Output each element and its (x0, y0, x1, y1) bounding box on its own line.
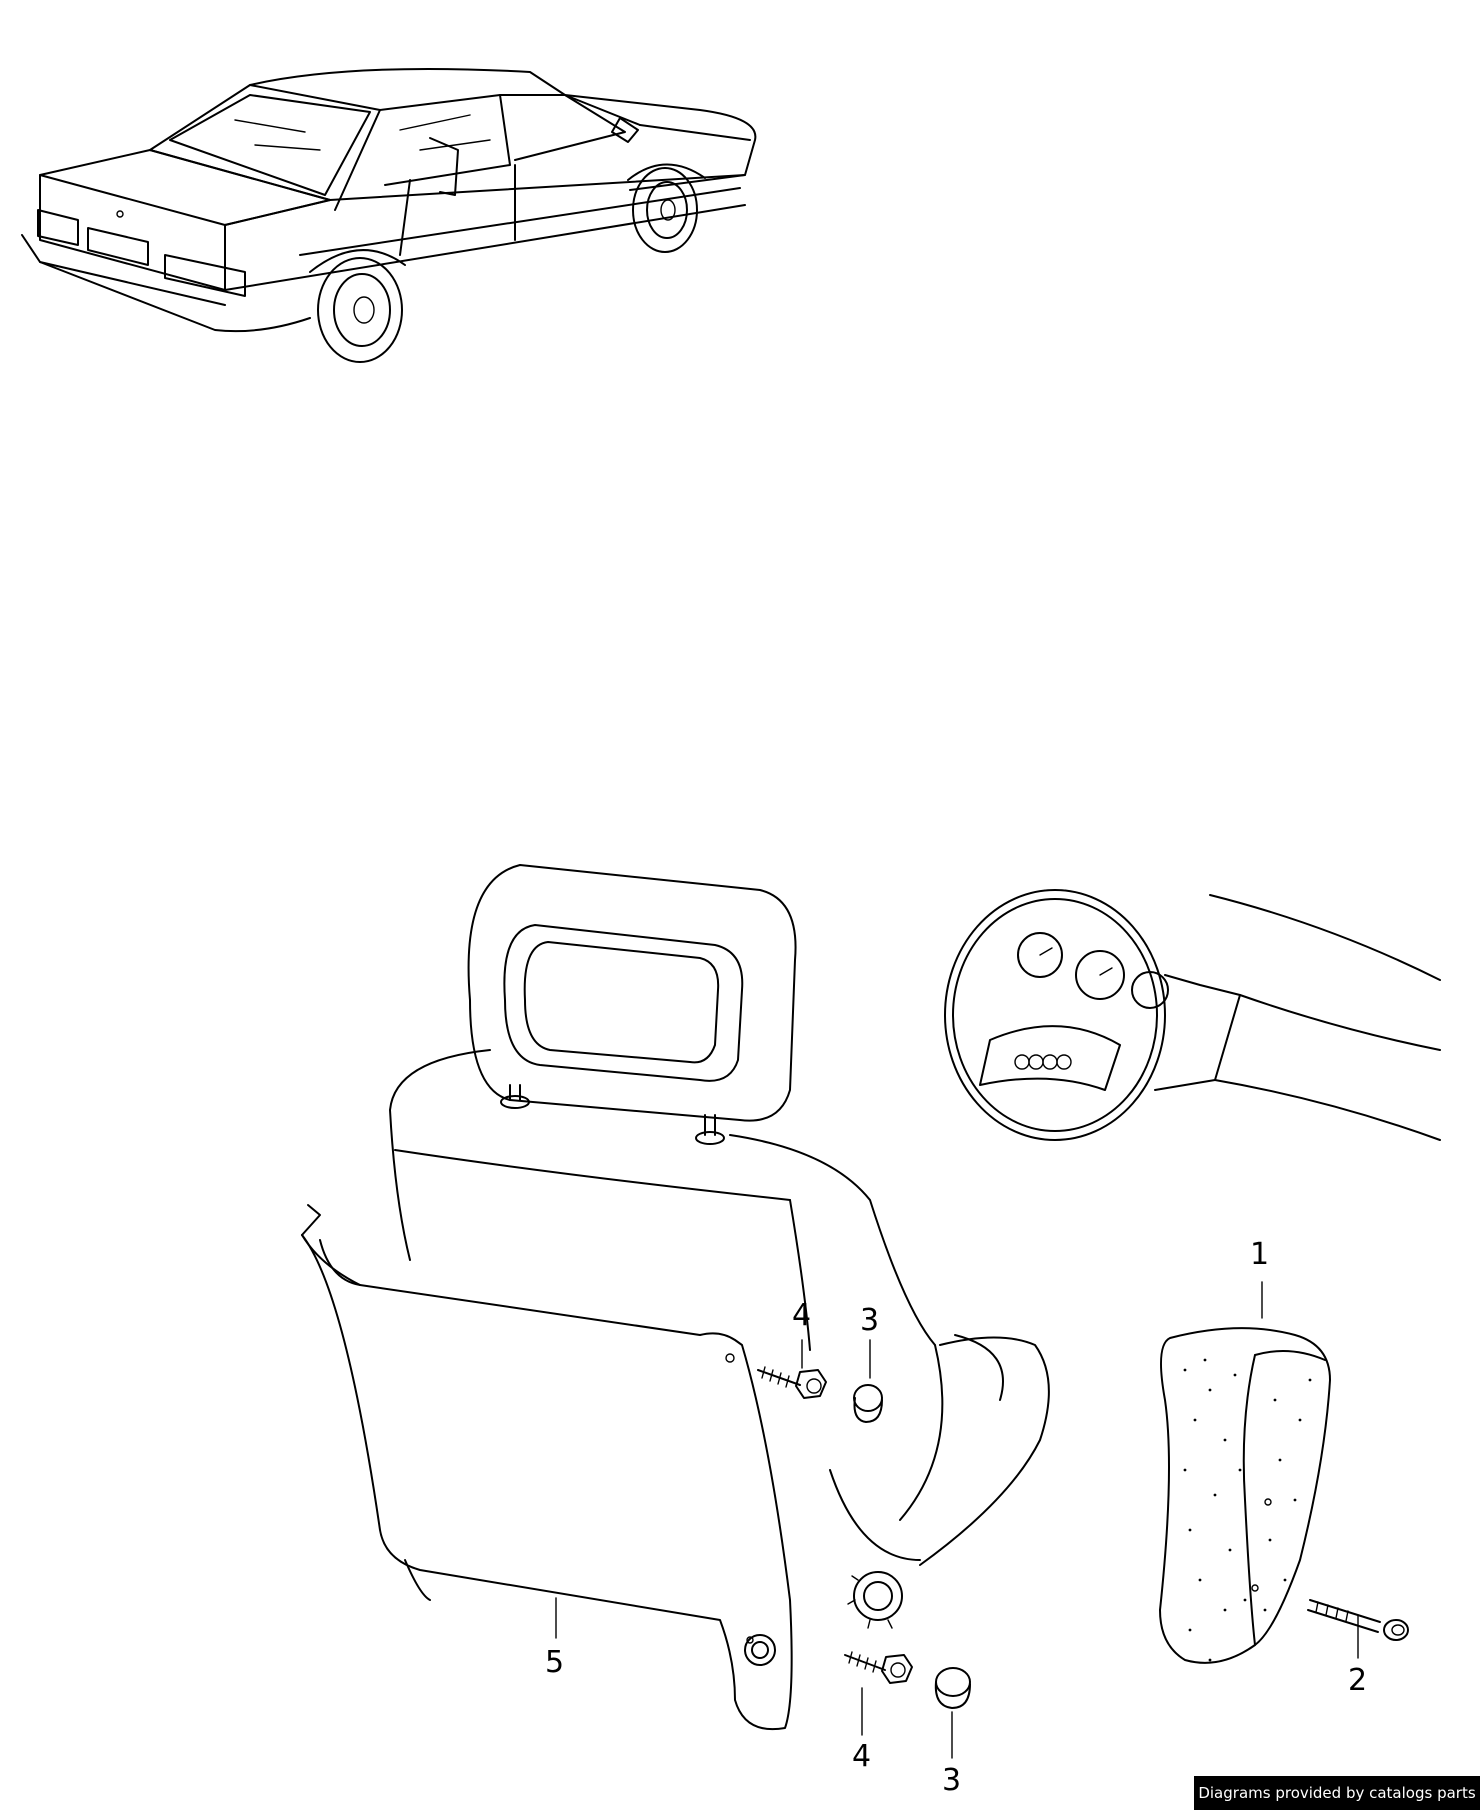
part-3-cap-upper (853, 1384, 883, 1423)
steering-wheel-illustration (944, 889, 1441, 1141)
part-4-screw-lower (844, 1651, 913, 1684)
callout-3-lower: 3 (942, 1763, 961, 1798)
callout-5: 5 (545, 1645, 564, 1680)
callout-2: 2 (1348, 1663, 1367, 1698)
callout-3-upper: 3 (860, 1303, 879, 1338)
callout-leaders (555, 1281, 1359, 1759)
credit-banner: Diagrams provided by catalogs parts (1194, 1776, 1480, 1810)
callout-4-lower: 4 (852, 1739, 871, 1774)
foam-texture (1183, 1358, 1312, 1662)
car-illustration (21, 67, 757, 363)
callout-4-upper: 4 (792, 1298, 811, 1333)
part-1-side-pad (1159, 1327, 1331, 1664)
seat-illustration (389, 864, 1050, 1629)
part-2-bolt (1307, 1599, 1409, 1641)
part-3-cap-lower (934, 1667, 971, 1709)
callout-1: 1 (1250, 1237, 1269, 1272)
part-4-screw-upper (757, 1366, 827, 1399)
part-5-seat-back-panel (301, 1204, 793, 1731)
